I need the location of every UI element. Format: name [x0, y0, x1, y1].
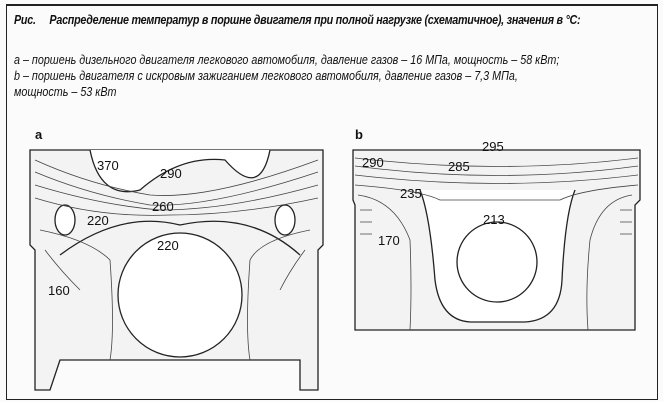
temp-label: 220 — [157, 238, 179, 253]
temp-label: 170 — [378, 233, 400, 248]
temp-label: 290 — [160, 166, 182, 181]
legend-a: a – поршень дизельного двигателя легково… — [14, 53, 560, 67]
temp-label: 213 — [483, 212, 505, 227]
temp-label: 370 — [97, 158, 119, 173]
figure-frame — [6, 4, 658, 400]
caption-title: Распределение температур в поршне двигат… — [49, 13, 581, 27]
legend-b-cont: мощность – 53 кВт — [14, 85, 117, 99]
piston-b-diagram — [352, 149, 641, 331]
figure-caption: Рис. Распределение температур в поршне дв… — [14, 13, 594, 27]
temp-label: 285 — [448, 159, 470, 174]
temp-label: 290 — [362, 155, 384, 170]
temp-label: 260 — [152, 199, 174, 214]
piston-a-label: a — [35, 127, 43, 142]
caption-prefix: Рис. — [14, 13, 36, 27]
piston-b-label: b — [355, 127, 363, 142]
temp-label: 160 — [48, 283, 70, 298]
temp-label: 235 — [400, 186, 422, 201]
temp-label: 295 — [482, 139, 504, 154]
legend-b: b – поршень двигателя с искровым зажиган… — [14, 69, 518, 83]
piston-a-diagram — [29, 149, 324, 391]
temp-label: 220 — [87, 213, 109, 228]
